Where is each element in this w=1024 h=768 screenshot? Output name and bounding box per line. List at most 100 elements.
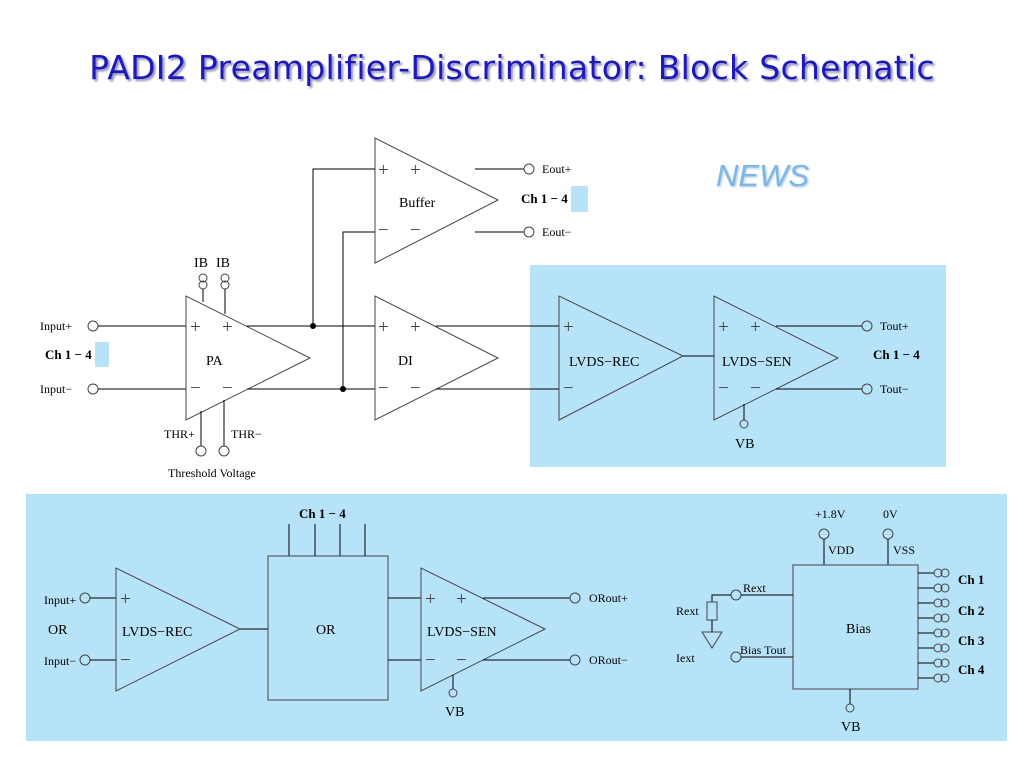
- bias-vb-label: VB: [841, 720, 860, 735]
- orout-plus-label: ORout+: [589, 591, 628, 605]
- di-minus-1: −: [378, 378, 389, 399]
- pa-amplifier: [185, 295, 312, 421]
- or-input-plus-label: Input+: [44, 593, 76, 607]
- ch-highlight-input: [95, 342, 109, 367]
- page-title: PADI2 Preamplifier-Discriminator: Block …: [89, 48, 935, 87]
- bias-ch2-label: Ch 2: [958, 603, 984, 618]
- lvds-sen-bottom-label: LVDS−SEN: [427, 625, 497, 640]
- lvds-rec-top-plus: +: [563, 317, 574, 338]
- vb-pin-top: [739, 419, 749, 429]
- tout-plus-label: Tout+: [880, 319, 909, 333]
- or-left-label: OR: [48, 623, 68, 638]
- ch-label-buffer: Ch 1 − 4: [521, 191, 568, 206]
- thr-minus-label: THR−: [231, 427, 262, 441]
- input-plus-pin: [87, 320, 99, 332]
- ch-label-input: Ch 1 − 4: [45, 347, 92, 362]
- eout-plus-pin: [523, 163, 535, 175]
- lvds-rec-top-label: LVDS−REC: [569, 355, 639, 370]
- di-amplifier: [374, 295, 500, 421]
- bias-channel-outputs: [918, 568, 950, 683]
- or-box-label: OR: [316, 623, 336, 638]
- pa-minus-1: −: [190, 378, 201, 399]
- tout-minus-pin: [861, 383, 873, 395]
- lvds-rec-top: [558, 295, 685, 421]
- buffer-label: Buffer: [399, 196, 436, 211]
- orout-minus-label: ORout−: [589, 653, 628, 667]
- input-plus-label: Input+: [40, 319, 72, 333]
- news-label: NEWS: [716, 158, 809, 193]
- lvds-rec-bottom-plus: +: [120, 589, 131, 610]
- iext-label: Iext: [676, 651, 695, 665]
- bias-vb-pin: [845, 703, 855, 713]
- tout-plus-pin: [861, 320, 873, 332]
- input-minus-label: Input−: [40, 382, 72, 396]
- buffer-minus-1: −: [378, 220, 389, 241]
- orout-plus-pin: [569, 592, 581, 604]
- rext-resistor-label: Rext: [676, 604, 699, 618]
- vdd-label: VDD: [828, 543, 854, 557]
- lvds-sen-bottom-minus-1: −: [425, 650, 436, 671]
- thr-plus-label: THR+: [164, 427, 195, 441]
- eout-plus-label: Eout+: [542, 162, 572, 176]
- pa-plus-2: +: [222, 317, 233, 338]
- di-plus-1: +: [378, 317, 389, 338]
- lvds-rec-bottom-minus: −: [120, 650, 131, 671]
- bias-ch4-label: Ch 4: [958, 662, 985, 677]
- vss-label: VSS: [893, 543, 915, 557]
- ground-symbol: [701, 631, 723, 649]
- buffer-plus-1: +: [378, 160, 389, 181]
- rext-pin-label: Rext: [743, 581, 766, 595]
- bias-box: [792, 564, 919, 690]
- or-gate-box: [267, 555, 389, 701]
- vb-pin-bottom: [448, 688, 458, 698]
- pa-minus-2: −: [222, 378, 233, 399]
- buffer-amplifier: [374, 137, 500, 264]
- bias-box-label: Bias: [846, 622, 871, 637]
- tout-minus-label: Tout−: [880, 382, 909, 396]
- lvds-sen-top-minus-1: −: [718, 378, 729, 399]
- ib-label-1: IB: [194, 256, 208, 271]
- bias-ch1-label: Ch 1: [958, 572, 984, 587]
- v18-label: +1.8V: [815, 507, 846, 521]
- orout-minus-pin: [569, 654, 581, 666]
- eout-minus-label: Eout−: [542, 225, 572, 239]
- input-minus-pin: [87, 383, 99, 395]
- vb-label-bottom: VB: [445, 705, 464, 720]
- buffer-minus-2: −: [410, 220, 421, 241]
- lvds-rec-bottom-label: LVDS−REC: [122, 625, 192, 640]
- di-plus-2: +: [410, 317, 421, 338]
- bias-ch3-label: Ch 3: [958, 633, 985, 648]
- v0-label: 0V: [883, 507, 898, 521]
- ch-label-or: Ch 1 − 4: [299, 506, 346, 521]
- pa-label: PA: [206, 354, 224, 369]
- lvds-rec-top-minus: −: [563, 378, 574, 399]
- eout-minus-pin: [523, 226, 535, 238]
- thr-minus-pin: [218, 445, 230, 457]
- vb-label-top: VB: [735, 437, 754, 452]
- ib-label-2: IB: [216, 256, 230, 271]
- lvds-sen-bottom-plus-1: +: [425, 589, 436, 610]
- ch-label-tout: Ch 1 − 4: [873, 347, 920, 362]
- lvds-sen-top-label: LVDS−SEN: [722, 355, 792, 370]
- lvds-sen-bottom-plus-2: +: [456, 589, 467, 610]
- di-label: DI: [398, 354, 413, 369]
- lvds-panel-top: [530, 265, 946, 467]
- bias-tout-label: Bias Tout: [740, 643, 787, 657]
- threshold-voltage-label: Threshold Voltage: [168, 466, 256, 480]
- lvds-rec-bottom: [115, 567, 242, 692]
- thr-plus-pin: [195, 445, 207, 457]
- buffer-plus-2: +: [410, 160, 421, 181]
- di-minus-2: −: [410, 378, 421, 399]
- lvds-sen-bottom-minus-2: −: [456, 650, 467, 671]
- lvds-sen-top-minus-2: −: [750, 378, 761, 399]
- ch-highlight-buffer: [571, 186, 588, 212]
- top-diagram: Buffer + + − − Eout+ Eout− Ch 1 − 4 Inpu…: [40, 137, 920, 480]
- or-input-minus-label: Input−: [44, 654, 76, 668]
- or-diagram: Ch 1 − 4 Input+ Input− OR LVDS−REC + − O…: [44, 506, 628, 720]
- lvds-panel-bottom: [26, 494, 1007, 741]
- bias-diagram: +1.8V 0V VDD VSS Bias Rext Rext Bias Tou…: [676, 507, 985, 735]
- lvds-sen-top-plus-2: +: [750, 317, 761, 338]
- lvds-sen-top-plus-1: +: [718, 317, 729, 338]
- pa-plus-1: +: [190, 317, 201, 338]
